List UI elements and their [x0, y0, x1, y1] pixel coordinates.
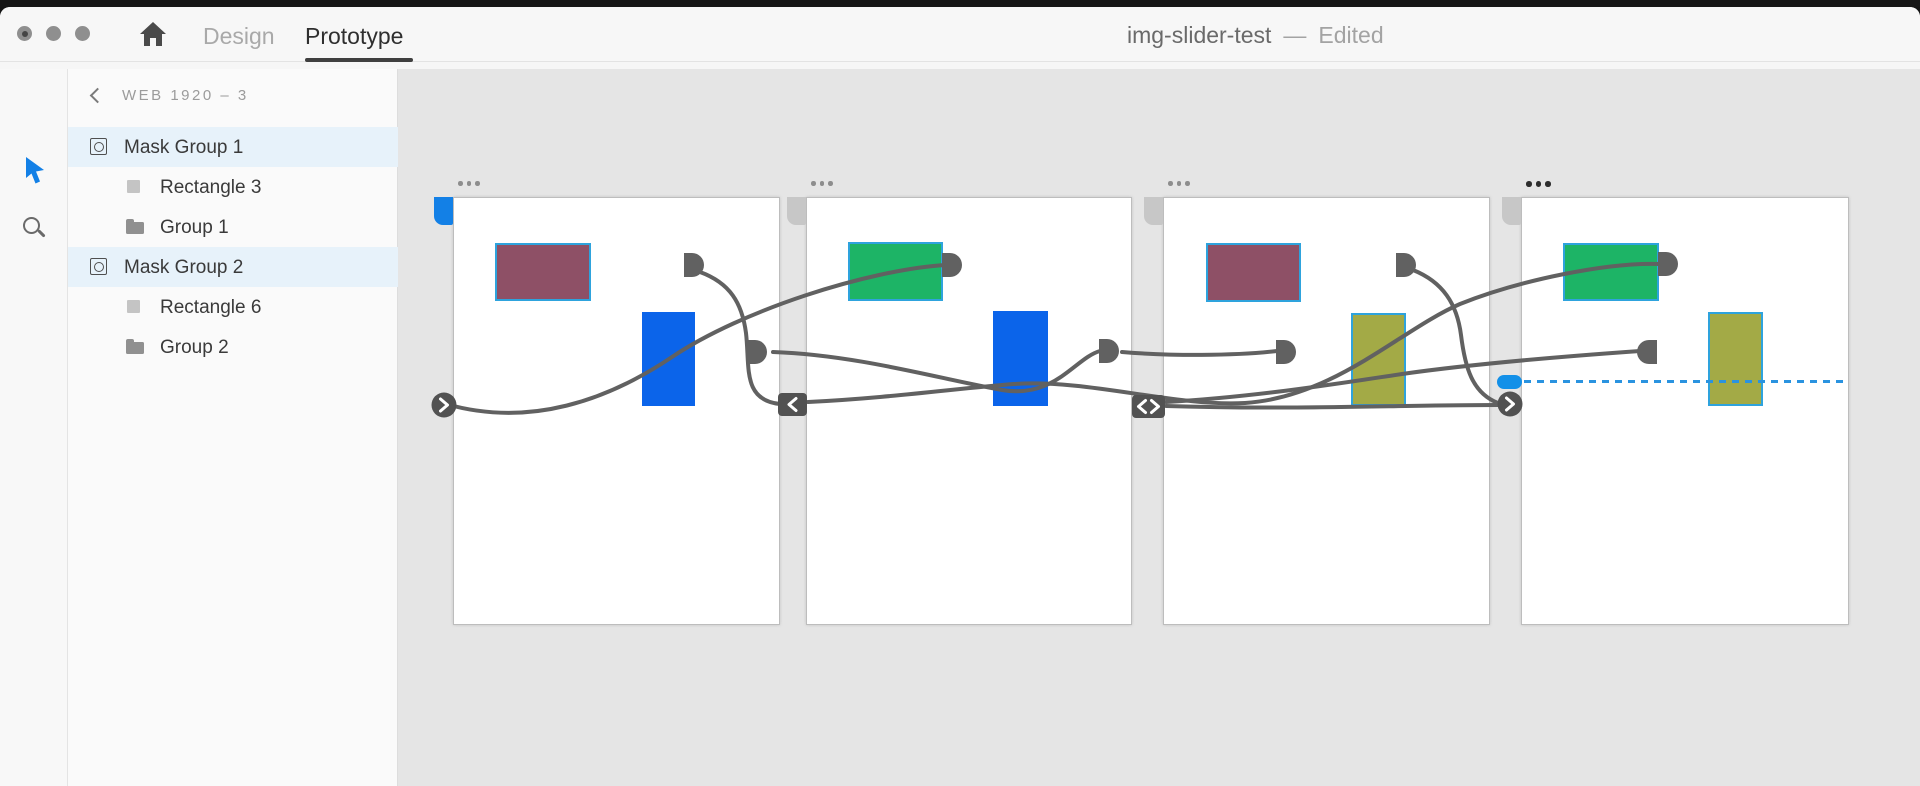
layer-row-rectangle-3[interactable]: Rectangle 3: [68, 167, 398, 207]
layer-row-mask-group-1[interactable]: Mask Group 1: [68, 127, 398, 167]
layers-panel: WEB 1920 – 3 Mask Group 1 Rectangle 3 Gr…: [68, 69, 398, 786]
title-separator: —: [1283, 22, 1307, 48]
rectangle-icon: [127, 180, 140, 193]
scroll-anchor-pill[interactable]: [1497, 375, 1522, 389]
olive-rect[interactable]: [1708, 312, 1763, 406]
document-name: img-slider-test: [1127, 22, 1272, 48]
prototype-canvas[interactable]: [398, 69, 1920, 786]
green-rect[interactable]: [1563, 243, 1659, 301]
layers-panel-header[interactable]: WEB 1920 – 3: [68, 87, 398, 117]
olive-rect[interactable]: [1351, 313, 1406, 406]
zoom-search-icon: [23, 217, 40, 234]
tab-design[interactable]: Design: [203, 23, 275, 49]
artboard-corner-tab[interactable]: [434, 197, 453, 225]
artboard-menu-dots[interactable]: [811, 181, 833, 186]
blue-rect[interactable]: [993, 311, 1048, 406]
layer-label: Group 2: [160, 337, 229, 358]
zoom-tool-button[interactable]: [0, 217, 68, 261]
layer-row-group-2[interactable]: Group 2: [68, 327, 398, 367]
maroon-rect[interactable]: [495, 243, 591, 301]
select-cursor-icon: [26, 157, 44, 184]
screen-background-edge: [0, 0, 1920, 7]
artboard-menu-dots[interactable]: [1526, 181, 1551, 187]
layer-label: Rectangle 3: [160, 177, 262, 198]
window-close-button[interactable]: [17, 26, 32, 41]
window-minimize-button[interactable]: [46, 26, 61, 41]
tool-strip: [0, 69, 68, 786]
scroll-dashed-guide: [1524, 380, 1847, 383]
mask-icon: [90, 258, 107, 275]
chevron-left-icon: [89, 87, 106, 104]
artboard-corner-tab[interactable]: [1144, 197, 1163, 225]
edited-status: Edited: [1318, 22, 1384, 48]
layer-row-group-1[interactable]: Group 1: [68, 207, 398, 247]
rectangle-icon: [127, 300, 140, 313]
layer-row-rectangle-6[interactable]: Rectangle 6: [68, 287, 398, 327]
active-tab-underline: [305, 58, 413, 62]
blue-rect[interactable]: [642, 312, 695, 406]
window-zoom-button[interactable]: [75, 26, 90, 41]
layer-label: Group 1: [160, 217, 229, 238]
layer-row-mask-group-2[interactable]: Mask Group 2: [68, 247, 398, 287]
folder-icon: [126, 219, 144, 234]
mask-icon: [90, 138, 107, 155]
artboard-menu-dots[interactable]: [458, 181, 480, 186]
artboard-corner-tab[interactable]: [1502, 197, 1521, 225]
select-tool-button[interactable]: [0, 157, 68, 201]
layer-label: Mask Group 1: [124, 137, 244, 158]
xd-window: Design Prototype img-slider-test—Edited …: [0, 7, 1920, 786]
artboard-menu-dots[interactable]: [1168, 181, 1190, 186]
layer-label: Mask Group 2: [124, 257, 244, 278]
titlebar: Design Prototype img-slider-test — Edited: [0, 7, 1920, 62]
home-icon[interactable]: [138, 19, 168, 49]
document-title: img-slider-test — Edited: [1127, 22, 1384, 49]
artboard-group-title: WEB 1920 – 3: [122, 87, 249, 104]
artboard-corner-tab[interactable]: [787, 197, 806, 225]
tab-prototype[interactable]: Prototype: [305, 23, 404, 49]
layer-label: Rectangle 6: [160, 297, 262, 318]
maroon-rect[interactable]: [1206, 243, 1301, 302]
folder-icon: [126, 339, 144, 354]
green-rect[interactable]: [848, 242, 943, 301]
